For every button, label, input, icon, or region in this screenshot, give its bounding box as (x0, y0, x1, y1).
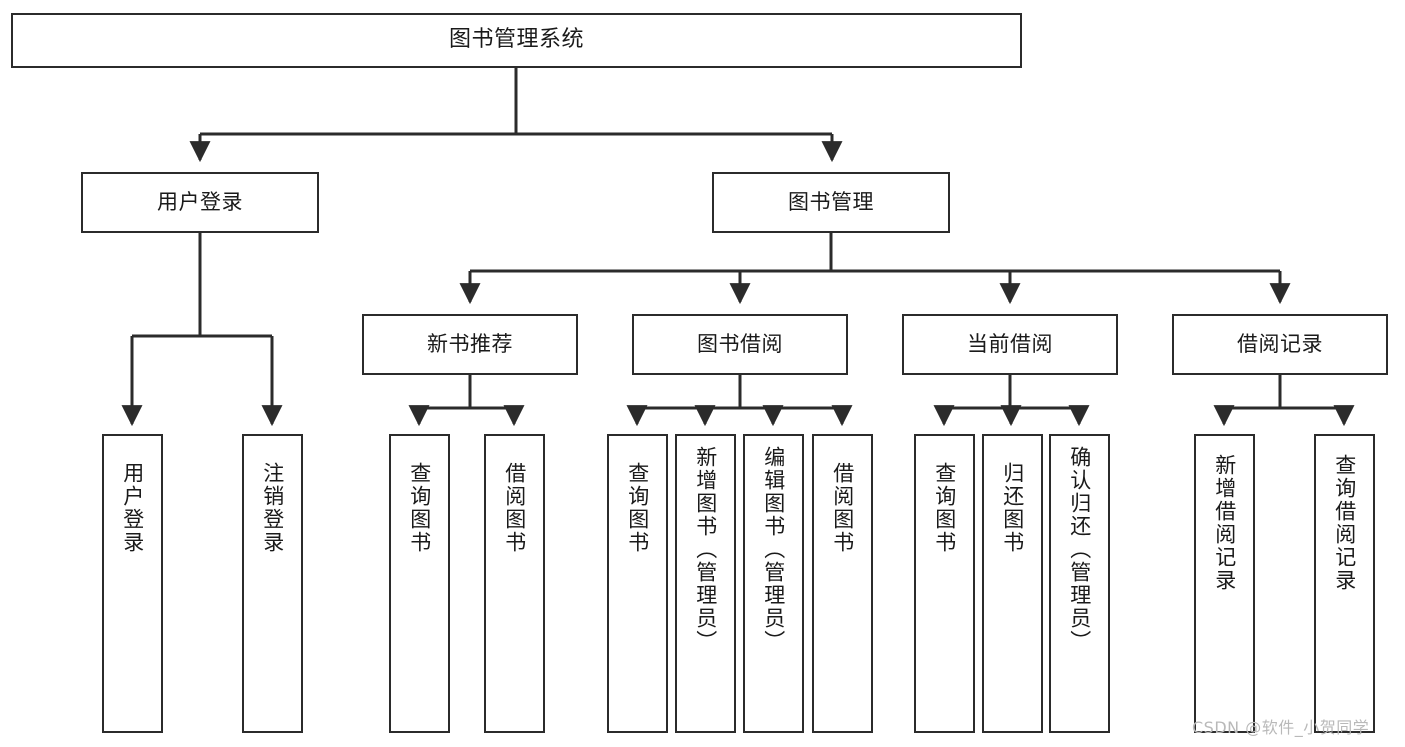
node-leaf-query-record-label: 查询借阅记录 (1332, 454, 1357, 592)
node-leaf-borrow-book[interactable]: 借阅图书 (812, 434, 873, 733)
node-leaf-borrow-book-rec[interactable]: 借阅图书 (484, 434, 545, 733)
node-leaf-add-book-label: 新增图书（管理员） (693, 446, 718, 653)
node-book-manage[interactable]: 图书管理 (712, 172, 950, 233)
node-book-manage-label: 图书管理 (788, 189, 874, 214)
node-root-label: 图书管理系统 (448, 27, 584, 53)
node-leaf-query-book-borrow[interactable]: 查询图书 (607, 434, 668, 733)
node-book-borrow-label: 图书借阅 (697, 331, 783, 356)
node-new-book-rec[interactable]: 新书推荐 (362, 314, 578, 375)
node-leaf-query-book-rec[interactable]: 查询图书 (389, 434, 450, 733)
node-user-login[interactable]: 用户登录 (81, 172, 319, 233)
node-borrow-record[interactable]: 借阅记录 (1172, 314, 1388, 375)
node-user-login-label: 用户登录 (157, 189, 243, 214)
node-leaf-query-record[interactable]: 查询借阅记录 (1314, 434, 1375, 733)
node-borrow-record-label: 借阅记录 (1237, 331, 1323, 356)
node-leaf-query-book-rec-label: 查询图书 (407, 462, 432, 554)
node-leaf-logout-login-label: 注销登录 (260, 462, 285, 554)
node-current-borrow[interactable]: 当前借阅 (902, 314, 1118, 375)
node-new-book-rec-label: 新书推荐 (427, 331, 513, 356)
node-leaf-return-book-label: 归还图书 (1000, 462, 1025, 554)
node-leaf-edit-book-label: 编辑图书（管理员） (761, 446, 786, 653)
node-current-borrow-label: 当前借阅 (967, 331, 1053, 356)
node-book-borrow[interactable]: 图书借阅 (632, 314, 848, 375)
node-leaf-borrow-book-label: 借阅图书 (830, 462, 855, 554)
csdn-watermark: CSDN @软件_小贺同学 (1192, 718, 1370, 737)
node-leaf-confirm-return-label: 确认归还（管理员） (1067, 446, 1092, 653)
node-leaf-query-book-borrow-label: 查询图书 (625, 462, 650, 554)
node-leaf-add-book[interactable]: 新增图书（管理员） (675, 434, 736, 733)
node-leaf-return-book[interactable]: 归还图书 (982, 434, 1043, 733)
node-leaf-add-record[interactable]: 新增借阅记录 (1194, 434, 1255, 733)
node-leaf-add-record-label: 新增借阅记录 (1212, 454, 1237, 592)
node-leaf-logout-login[interactable]: 注销登录 (242, 434, 303, 733)
node-leaf-user-login[interactable]: 用户登录 (102, 434, 163, 733)
node-leaf-query-book-current-label: 查询图书 (932, 462, 957, 554)
node-root[interactable]: 图书管理系统 (11, 13, 1022, 68)
node-leaf-borrow-book-rec-label: 借阅图书 (502, 462, 527, 554)
node-leaf-user-login-label: 用户登录 (120, 462, 145, 554)
node-leaf-query-book-current[interactable]: 查询图书 (914, 434, 975, 733)
node-leaf-confirm-return[interactable]: 确认归还（管理员） (1049, 434, 1110, 733)
node-leaf-edit-book[interactable]: 编辑图书（管理员） (743, 434, 804, 733)
